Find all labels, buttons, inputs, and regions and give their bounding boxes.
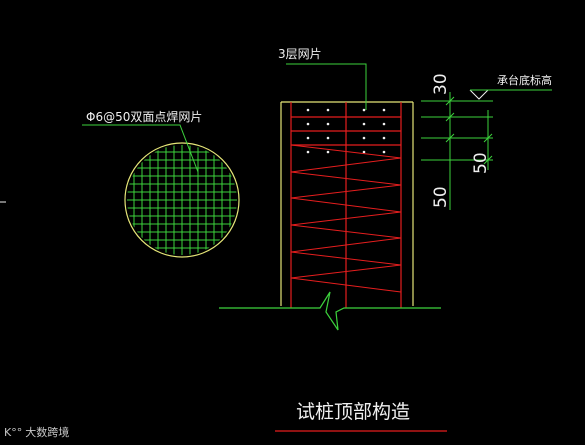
mesh-dot bbox=[382, 122, 386, 126]
mesh-dot bbox=[362, 122, 366, 126]
mesh-dot bbox=[382, 108, 386, 112]
dimension-lines bbox=[421, 92, 493, 210]
mesh-outline bbox=[124, 142, 240, 258]
elevation-label: 承台底标高 bbox=[497, 73, 552, 87]
mesh-dot bbox=[362, 136, 366, 140]
mesh-dot bbox=[362, 150, 366, 154]
dim-text-left: 50 bbox=[431, 186, 451, 208]
mesh-dot bbox=[306, 136, 310, 140]
spiral-stirrup bbox=[290, 144, 402, 293]
mesh-dot bbox=[326, 122, 330, 126]
watermark: K°° 大数跨境 bbox=[4, 424, 69, 440]
layer-label-leader bbox=[286, 63, 367, 110]
mesh-label: Φ6@50双面点焊网片 bbox=[86, 109, 202, 124]
mesh-dot bbox=[382, 136, 386, 140]
watermark-text: 大数跨境 bbox=[25, 426, 70, 439]
mesh-dot bbox=[306, 150, 310, 154]
mesh-dot bbox=[326, 136, 330, 140]
watermark-logo-icon: K°° bbox=[4, 425, 23, 439]
dim-text-top: 30 bbox=[431, 73, 451, 95]
mesh-dot bbox=[382, 150, 386, 154]
pile-section bbox=[280, 101, 414, 308]
mesh-grid bbox=[127, 145, 237, 255]
mesh-dot bbox=[362, 108, 366, 112]
ground-break-line bbox=[219, 291, 441, 331]
mesh-dot bbox=[326, 108, 330, 112]
drawing-title: 试桩顶部构造 bbox=[296, 401, 410, 423]
mesh-dots bbox=[306, 108, 386, 154]
elevation-triangle bbox=[469, 89, 490, 100]
layer-label: 3层网片 bbox=[278, 47, 322, 61]
mesh-dot bbox=[306, 122, 310, 126]
dim-text-mid: 50 bbox=[471, 152, 491, 174]
mesh-dot bbox=[306, 108, 310, 112]
mesh-dot bbox=[326, 150, 330, 154]
mesh-label-leader bbox=[82, 124, 199, 173]
welded-mesh-circle bbox=[124, 142, 240, 258]
